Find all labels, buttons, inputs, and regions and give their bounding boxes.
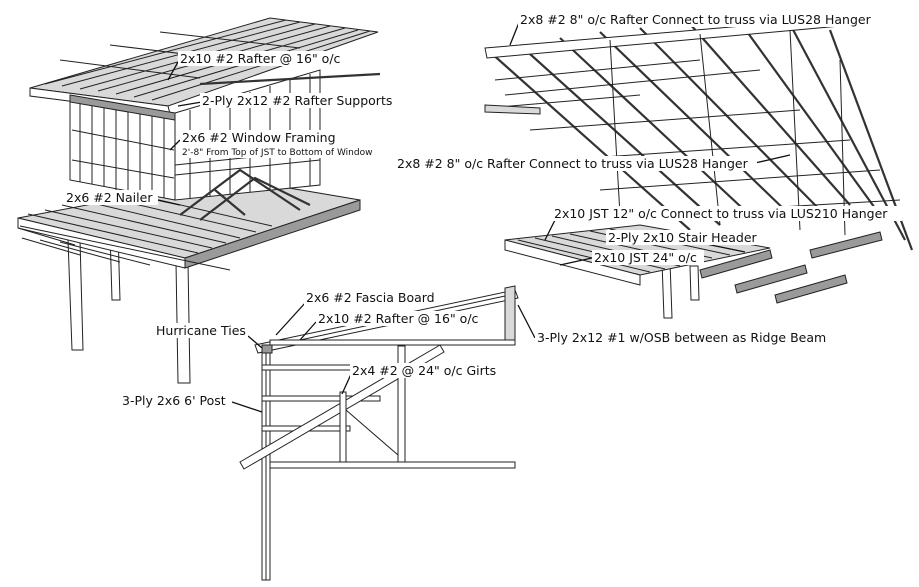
label-rafter-top: 2x10 #2 Rafter @ 16" o/c	[180, 51, 341, 66]
label-stair-header: 2-Ply 2x10 Stair Header	[608, 230, 758, 245]
label-window-framing: 2x6 #2 Window Framing	[182, 130, 336, 145]
label-girts: 2x4 #2 @ 24" o/c Girts	[352, 363, 496, 378]
section-detail-illustration	[239, 285, 519, 581]
label-post: 3-Ply 2x6 6' Post	[122, 393, 226, 408]
label-window-note: 2'-8" From Top of JST to Bottom of Windo…	[182, 148, 372, 158]
label-ridge-beam: 3-Ply 2x12 #1 w/OSB between as Ridge Bea…	[537, 330, 826, 345]
label-rafter-section: 2x10 #2 Rafter @ 16" o/c	[318, 311, 479, 326]
callout-labels: 2x10 #2 Rafter @ 16" o/c 2-Ply 2x12 #2 R…	[64, 12, 902, 408]
label-fascia: 2x6 #2 Fascia Board	[306, 290, 435, 305]
label-rafter-2x8-top: 2x8 #2 8" o/c Rafter Connect to truss vi…	[520, 12, 872, 27]
label-jst-24: 2x10 JST 24" o/c	[594, 250, 697, 265]
label-rafter-supports: 2-Ply 2x12 #2 Rafter Supports	[202, 93, 392, 108]
label-jst-12: 2x10 JST 12" o/c Connect to truss via LU…	[554, 206, 888, 221]
label-hurricane-ties: Hurricane Ties	[156, 323, 246, 338]
label-rafter-2x8-mid: 2x8 #2 8" o/c Rafter Connect to truss vi…	[397, 156, 749, 171]
label-nailer: 2x6 #2 Nailer	[66, 190, 153, 205]
